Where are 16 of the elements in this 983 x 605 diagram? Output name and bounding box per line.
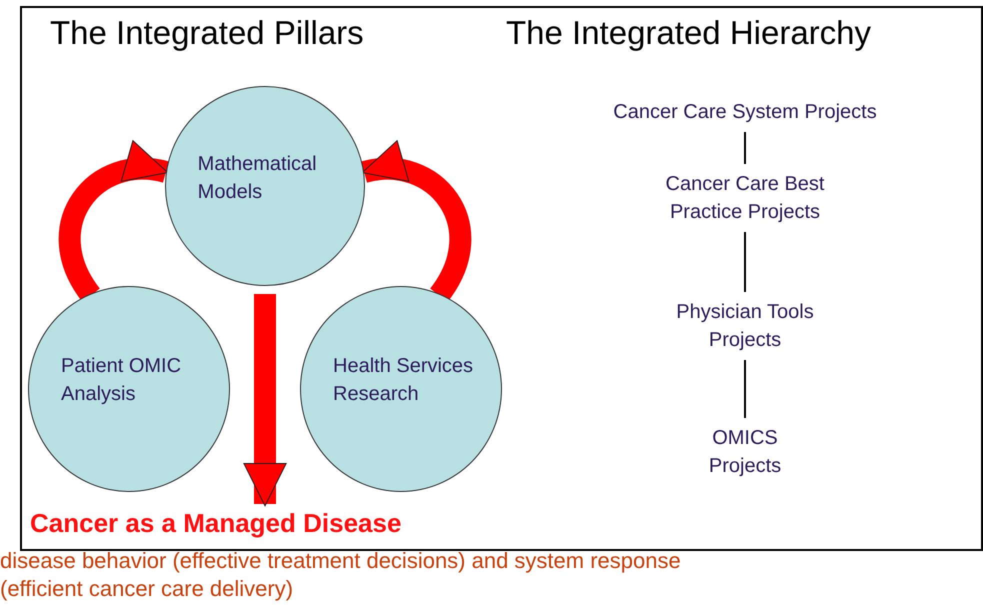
connector-line	[744, 132, 746, 164]
body-text-line: disease behavior (effective treatment decisions) and system response	[0, 548, 681, 574]
connector-line	[744, 360, 746, 418]
pillar-label: Patient OMIC Analysis	[61, 354, 182, 408]
body-text-line: (efficient cancer care delivery)	[0, 576, 294, 602]
section-heading: The Integrated Hierarchy	[506, 14, 872, 52]
block-arrow	[243, 294, 287, 506]
hierarchy-level-label: Physician Tools Projects	[665, 298, 825, 354]
hierarchy-level-label: Cancer Care System Projects	[580, 98, 910, 126]
hierarchy-level-label: Cancer Care Best Practice Projects	[645, 170, 845, 226]
pillar-label: Health Services Research	[333, 354, 474, 408]
outcome-label: Cancer as a Managed Disease	[30, 508, 402, 539]
pillar-label: Mathematical Models	[198, 152, 318, 206]
hierarchy-level-label: OMICS Projects	[690, 424, 800, 480]
connector-line	[744, 232, 746, 292]
section-heading: The Integrated Pillars	[50, 14, 364, 52]
